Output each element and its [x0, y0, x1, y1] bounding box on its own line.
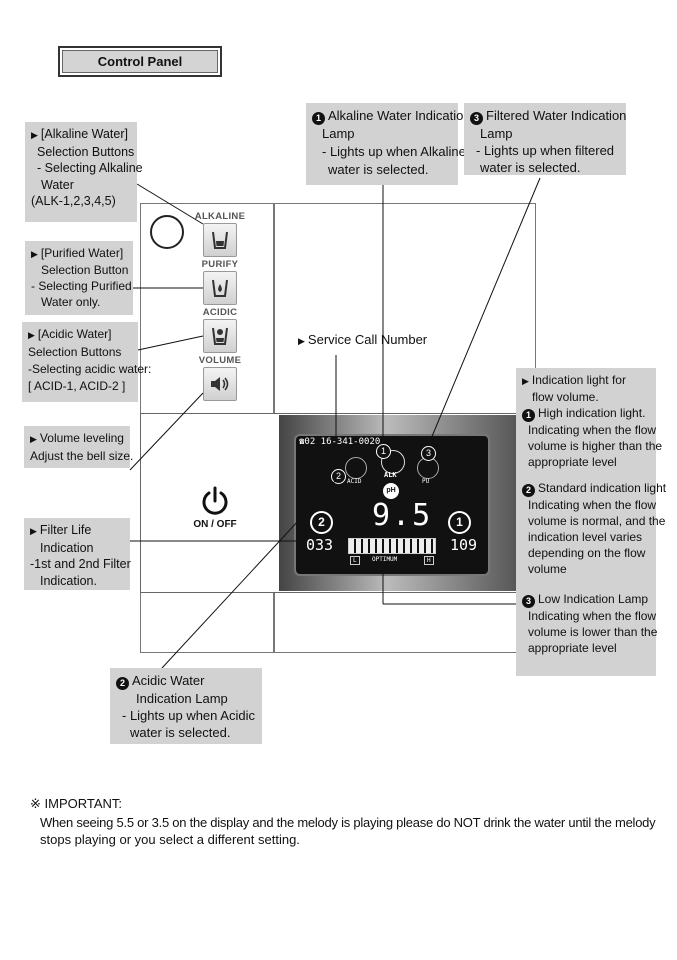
important-text: When seeing 5.5 or 3.5 on the display an… [40, 815, 656, 847]
important-heading: ※ IMPORTANT: [30, 796, 123, 811]
alkaline-label: ALKALINE [194, 211, 246, 222]
flow-bar [348, 538, 436, 554]
label-service-call: ▶Service Call Number [298, 332, 428, 347]
acidic-label: ACIDIC [202, 307, 238, 318]
power-icon [202, 486, 228, 515]
callout-acidic-buttons: ▶[Acidic Water] Selection Buttons -Selec… [22, 322, 151, 402]
volume-label: VOLUME [198, 355, 242, 366]
arrow-right-icon: ▶ [30, 526, 37, 536]
number-3-badge: 3 [470, 112, 483, 125]
callout-filter-life: ▶Filter Life Indication -1st and 2nd Fil… [24, 518, 131, 590]
filter-marker-right: 1 [448, 511, 471, 534]
service-phone-number: ☎02 16-341-0020 [299, 437, 381, 447]
purify-button[interactable] [203, 271, 237, 305]
acid-lamp-label: ACID [347, 478, 362, 485]
onoff-label: ON / OFF [193, 519, 237, 530]
number-1-badge: 1 [312, 112, 325, 125]
speaker-icon [211, 377, 229, 391]
pu-marker: 3 [421, 446, 436, 461]
arrow-right-icon: ▶ [522, 376, 529, 386]
callout-alkaline-buttons: ▶[Alkaline Water] Selection Buttons - Se… [25, 122, 143, 222]
number-3-badge: 3 [522, 595, 535, 608]
filter-1-life: 109 [450, 536, 478, 554]
acid-lamp [345, 457, 367, 479]
sensor-circle [150, 215, 184, 249]
filter-2-life: 033 [306, 536, 334, 554]
alkaline-button[interactable] [203, 223, 237, 257]
arrow-right-icon: ▶ [298, 336, 305, 346]
arrow-right-icon: ▶ [31, 130, 38, 140]
callout-volume: ▶Volume leveling Adjust the bell size. [24, 426, 133, 468]
flow-bar-high: H [424, 556, 434, 565]
pu-lamp-label: PU [422, 478, 430, 485]
ph-value: 9.5 [372, 498, 433, 533]
number-1-badge: 1 [522, 409, 535, 422]
alk-lamp [381, 450, 405, 474]
acidic-button[interactable] [203, 319, 237, 353]
callout-purified-button: ▶[Purified Water] Selection Button - Sel… [25, 241, 133, 315]
alk-marker: 1 [376, 444, 391, 459]
acid-marker: 2 [331, 469, 346, 484]
arrow-right-icon: ▶ [28, 330, 35, 340]
number-2-badge: 2 [116, 677, 129, 690]
arrow-right-icon: ▶ [31, 249, 38, 259]
filter-marker-left: 2 [310, 511, 333, 534]
purify-label: PURIFY [201, 259, 239, 270]
alk-lamp-label: ALK [384, 471, 397, 479]
page-title: Control Panel [58, 46, 222, 77]
number-2-badge: 2 [522, 484, 535, 497]
volume-button[interactable] [203, 367, 237, 401]
ph-badge: pH [383, 483, 399, 499]
cup-icon [212, 231, 228, 249]
flow-bar-low: L [350, 556, 360, 565]
arrow-right-icon: ▶ [30, 434, 37, 444]
cup-acid-icon [212, 327, 228, 345]
flow-bar-optimum: OPTIMUM [372, 556, 398, 563]
power-button[interactable] [198, 484, 232, 518]
cup-drop-icon [212, 279, 228, 297]
